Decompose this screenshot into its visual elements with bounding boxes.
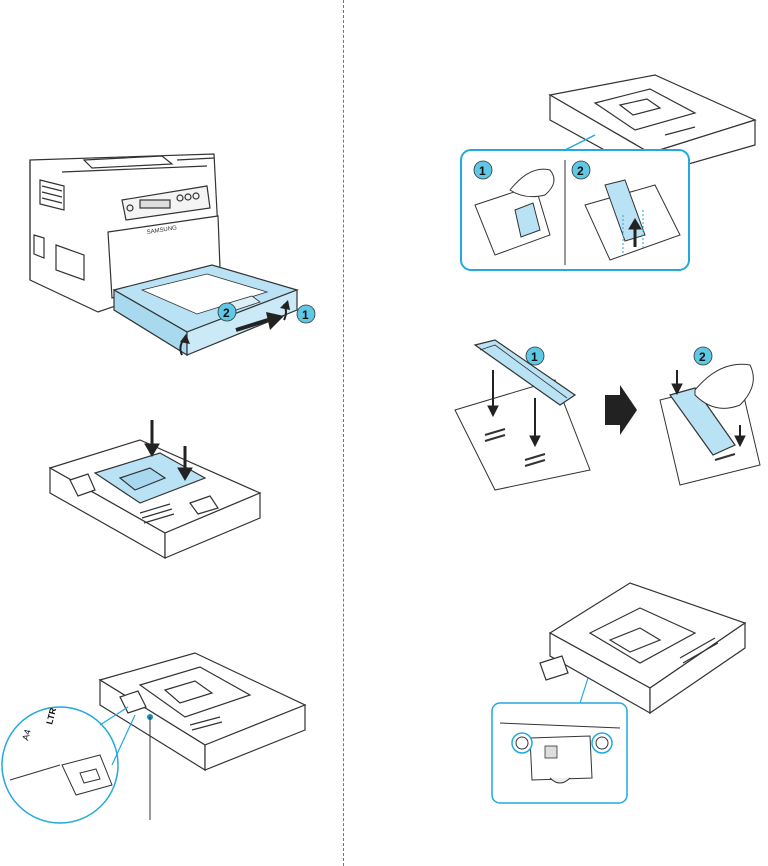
guide-removal-figure: 1 2 <box>455 75 755 275</box>
tray-lock-detail-figure <box>490 578 760 808</box>
tray-press-plate-figure <box>40 418 270 583</box>
guide-insert-figure: 1 2 <box>455 340 760 490</box>
printer-step-2-badge: 2 <box>218 303 236 321</box>
paper-tray-illustration <box>50 440 260 558</box>
guide-detail-step-1-badge: 1 <box>474 161 492 179</box>
printer-step-1-badge: 1 <box>297 305 315 323</box>
svg-text:2: 2 <box>699 350 706 364</box>
guide-insert-step-2-illustration <box>660 364 760 485</box>
svg-text:1: 1 <box>479 164 486 178</box>
next-step-arrow-icon <box>605 385 637 435</box>
guide-detail-callout <box>2 707 135 823</box>
guide-detail-callout <box>492 678 627 803</box>
guide-detail-callout <box>461 135 689 270</box>
svg-text:2: 2 <box>223 306 230 320</box>
guide-insert-step-2-badge: 2 <box>694 347 712 365</box>
guide-insert-step-1-illustration <box>455 340 590 490</box>
printer-tray-removal-figure: SAMSUNG 1 2 <box>22 150 322 370</box>
guide-insert-step-1-badge: 1 <box>526 347 544 365</box>
paper-tray-illustration <box>540 583 745 713</box>
svg-text:2: 2 <box>577 164 584 178</box>
svg-text:1: 1 <box>302 308 309 322</box>
page-divider <box>343 0 344 866</box>
guide-detail-step-2-badge: 2 <box>572 161 590 179</box>
paper-tray-illustration <box>100 653 305 770</box>
tray-size-label-figure: A4 LTR <box>0 645 320 825</box>
svg-text:1: 1 <box>531 350 538 364</box>
